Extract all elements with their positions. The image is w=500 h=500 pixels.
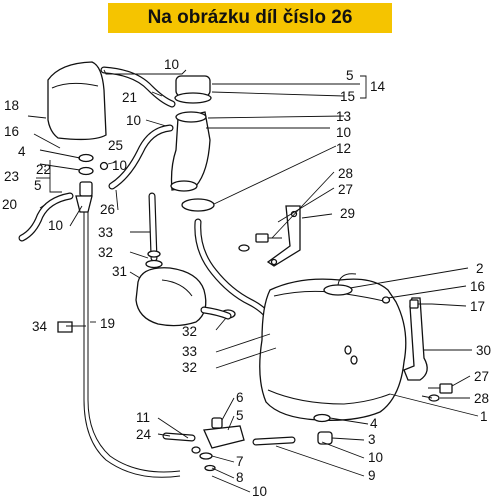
label-16: 16 — [470, 279, 485, 294]
label-17: 17 — [470, 299, 485, 314]
part-fuel-tank-1 — [259, 278, 407, 421]
label-22: 22 — [36, 162, 51, 177]
label-12: 12 — [336, 141, 351, 156]
label-10: 10 — [336, 125, 351, 140]
label-4: 4 — [370, 416, 378, 431]
part-filler-neck-13 — [170, 111, 211, 191]
label-2: 2 — [476, 261, 484, 276]
label-25: 25 — [108, 138, 123, 153]
part-fuel-tap-5 — [203, 425, 245, 449]
label-3: 3 — [368, 432, 376, 447]
label-28: 28 — [338, 166, 353, 181]
label-16: 16 — [4, 124, 19, 139]
label-32: 32 — [98, 245, 113, 260]
label-5: 5 — [34, 178, 42, 193]
part-bracket-30 — [403, 297, 428, 381]
label-18: 18 — [4, 98, 19, 113]
label-13: 13 — [336, 109, 351, 124]
label-8: 8 — [236, 470, 244, 485]
label-5: 5 — [236, 408, 244, 423]
label-10: 10 — [48, 218, 63, 233]
label-10: 10 — [368, 450, 383, 465]
label-14: 14 — [370, 79, 386, 94]
label-31: 31 — [112, 264, 127, 279]
label-33: 33 — [182, 344, 197, 359]
label-32: 32 — [182, 360, 197, 375]
label-24: 24 — [136, 427, 152, 442]
label-23: 23 — [4, 169, 19, 184]
page-title: Na obrázku díl číslo 26 — [147, 7, 353, 28]
label-10: 10 — [164, 57, 179, 72]
label-10: 10 — [126, 113, 141, 128]
part-clip-34 — [57, 321, 73, 333]
label-20: 20 — [2, 197, 17, 212]
label-30: 30 — [476, 343, 491, 358]
part-clamp-12 — [181, 198, 215, 212]
label-11: 11 — [136, 410, 150, 425]
label-5: 5 — [346, 68, 354, 83]
label-28: 28 — [474, 391, 489, 406]
label-10: 10 — [252, 484, 267, 499]
label-19: 19 — [100, 316, 115, 331]
label-34: 34 — [32, 319, 48, 334]
part-number-labels: 10 14 5 15 21 18 10 13 10 12 16 25 4 10 … — [2, 57, 491, 499]
label-10: 10 — [112, 158, 127, 173]
part-fitting-3 — [317, 431, 333, 445]
leader-lines — [27, 69, 479, 493]
label-6: 6 — [236, 390, 244, 405]
label-27: 27 — [474, 369, 489, 384]
label-9: 9 — [368, 468, 376, 483]
part-sender-2 — [323, 284, 353, 296]
part-chamber-31 — [135, 267, 207, 327]
part-bracket-29 — [266, 205, 301, 267]
label-15: 15 — [340, 89, 355, 104]
label-32: 32 — [182, 324, 197, 339]
label-1: 1 — [480, 409, 488, 424]
label-7: 7 — [236, 454, 244, 469]
label-29: 29 — [340, 206, 355, 221]
label-26: 26 — [100, 202, 115, 217]
label-33: 33 — [98, 225, 113, 240]
label-27: 27 — [338, 182, 353, 197]
label-21: 21 — [122, 90, 137, 105]
part-cover-18 — [47, 61, 107, 141]
label-4: 4 — [18, 144, 26, 159]
page-title-banner: Na obrázku díl číslo 26 — [108, 3, 392, 33]
